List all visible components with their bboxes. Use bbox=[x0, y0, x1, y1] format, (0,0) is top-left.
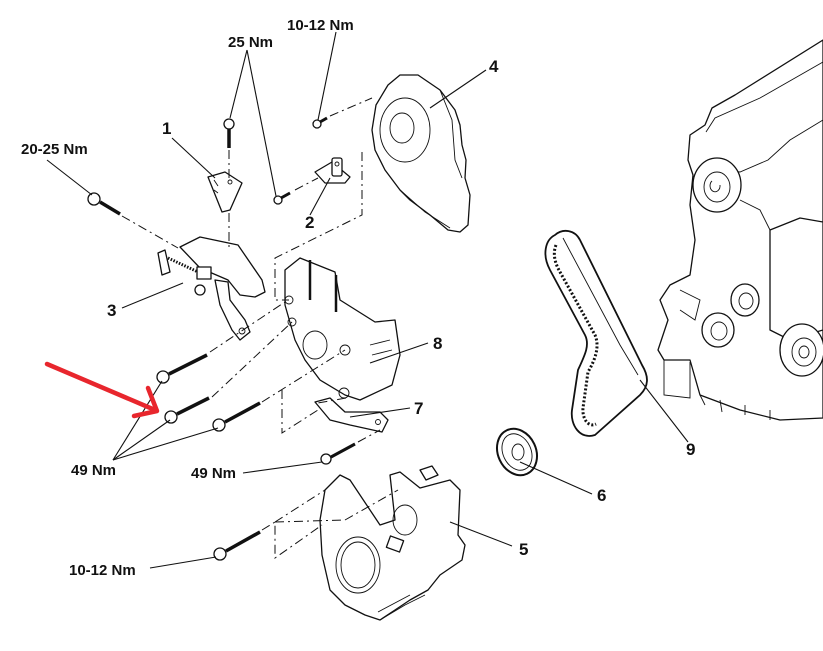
assembly-lines bbox=[121, 97, 399, 559]
crankshaft-pulley bbox=[496, 427, 538, 477]
bolt-10-12nm-upper bbox=[312, 116, 328, 129]
torque-label-lower-bracket-bolt: 49 Nm bbox=[191, 465, 236, 482]
tensioner bbox=[157, 236, 266, 341]
torque-label-upper-cover-bolt: 10-12 Nm bbox=[287, 17, 354, 34]
part-number-3: 3 bbox=[107, 301, 116, 320]
torque-label-bracket-bolts: 25 Nm bbox=[228, 34, 273, 51]
part-number-2: 2 bbox=[305, 213, 314, 232]
lower-timing-cover bbox=[319, 465, 466, 621]
sensor bbox=[314, 157, 351, 184]
part-number-4: 4 bbox=[489, 57, 499, 76]
upper-timing-cover bbox=[371, 74, 471, 233]
part-number-7: 7 bbox=[414, 399, 423, 418]
bolt-25nm-small bbox=[273, 191, 291, 205]
part-number-1: 1 bbox=[162, 119, 171, 138]
part-number-8: 8 bbox=[433, 334, 442, 353]
part-number-6: 6 bbox=[597, 486, 606, 505]
engine-block bbox=[657, 39, 823, 421]
bracket bbox=[207, 171, 243, 213]
torque-label-lower-cover-bolt: 10-12 Nm bbox=[69, 562, 136, 579]
bolt-49nm-1 bbox=[156, 353, 208, 384]
timing-belt bbox=[544, 229, 648, 437]
bolt-25nm-upper bbox=[223, 118, 235, 148]
engine-mount-bracket bbox=[284, 257, 401, 401]
bolt-10-12nm-lower bbox=[213, 530, 261, 561]
annotation-arrow bbox=[44, 361, 160, 419]
bolt-49nm-3 bbox=[212, 401, 261, 432]
part-number-5: 5 bbox=[519, 540, 528, 559]
torque-label-tensioner-bolt: 20-25 Nm bbox=[21, 141, 88, 158]
torque-label-bracket-mount-bolts: 49 Nm bbox=[71, 462, 116, 479]
bolt-20-25nm bbox=[87, 192, 121, 216]
part-number-labels: 1 2 3 4 5 6 7 8 9 bbox=[107, 57, 695, 559]
bolt-49nm-2 bbox=[164, 396, 210, 424]
torque-labels: 25 Nm 10-12 Nm 20-25 Nm 49 Nm 49 Nm 10-1… bbox=[21, 17, 354, 579]
support-plate bbox=[314, 397, 389, 433]
bolt-49nm-lower bbox=[320, 442, 356, 465]
leader-lines bbox=[46, 31, 689, 569]
part-number-9: 9 bbox=[686, 440, 695, 459]
